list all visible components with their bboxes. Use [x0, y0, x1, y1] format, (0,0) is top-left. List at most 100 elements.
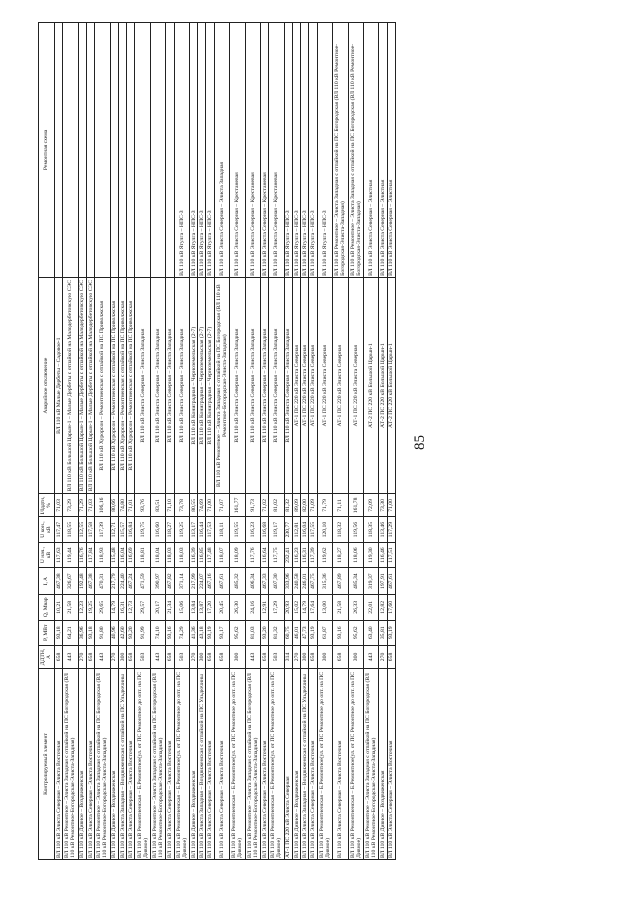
header-element: Контролируемый элемент: [38, 668, 55, 860]
row-i: 467,75: [308, 567, 318, 595]
row-q: 15,02: [292, 594, 301, 621]
row-u-kon: 112,55: [78, 516, 87, 543]
row-addt: 300: [348, 645, 364, 669]
row-addt: 658: [54, 645, 63, 669]
row-addt: 270: [378, 645, 388, 669]
row-q: 26,30: [229, 594, 246, 621]
row-addt: 270: [78, 645, 87, 669]
row-u-nach: 116,31: [300, 542, 309, 568]
row-p: 47,73: [300, 620, 309, 646]
table-row: ВЛ 110 кВ Ремонтненская – Б.Ремонтное(ул…: [317, 22, 333, 860]
row-addt: 443: [363, 645, 379, 669]
row-q: 12,73: [126, 594, 135, 621]
row-u-kon: 115,57: [118, 516, 127, 543]
row-load: 71,10: [165, 493, 175, 517]
row-u-kon: 112,71: [110, 516, 119, 543]
row-addt: 314: [284, 645, 293, 669]
row-element: ВЛ 110 кВ Дивное – Воздвиженская: [189, 668, 198, 860]
row-load: 106,16: [94, 493, 111, 517]
row-repair: [62, 22, 79, 278]
row-load: 82,00: [300, 493, 309, 517]
row-p: 93,17: [214, 620, 230, 646]
row-u-kon: 117,58: [86, 516, 95, 543]
row-p: 61,87: [317, 620, 333, 646]
row-u-kon: 118,27: [165, 516, 175, 543]
row-load: 71,00: [205, 493, 215, 517]
table-row: ВЛ 110 кВ Ремонтное – Элиста Западная с …: [363, 22, 379, 860]
row-q: 13,84: [189, 594, 198, 621]
row-i: 467,33: [260, 567, 269, 595]
row-repair: [54, 22, 63, 278]
row-repair: ВЛ 110 кВ Ятулга – НПС-3: [189, 22, 198, 278]
row-load: 71,29: [78, 493, 87, 517]
row-i: 217,79: [110, 567, 119, 595]
row-u-kon: 117,53: [205, 516, 215, 543]
row-i: 197,91: [378, 567, 388, 595]
row-repair: ВЛ 110 кВ Ятулга – НПС-3: [308, 22, 318, 278]
row-u-kon: 116,04: [300, 516, 309, 543]
row-i: 406,34: [245, 567, 261, 595]
row-repair: [94, 22, 111, 278]
table-row: ВЛ 110 кВ Элиста Северная – Элиста Восто…: [214, 22, 230, 860]
row-alarm: ВЛ 110 кВ Большой Царын-1 – Малые Дербет…: [62, 277, 79, 494]
row-load: 73,78: [174, 493, 190, 517]
row-addt: 658: [165, 645, 175, 669]
page-number: 85: [412, 435, 428, 450]
row-repair: ВЛ 110 кВ Элиста Северная – Крестаневая: [268, 22, 285, 278]
row-u-nach: 118,27: [332, 542, 349, 568]
row-alarm: ВЛ 110 кВ Элиста Северная – Элиста Запад…: [229, 277, 246, 494]
row-q: 17,29: [268, 594, 285, 621]
row-i: 485,32: [229, 567, 246, 595]
row-u-kon: 230,77: [284, 516, 293, 543]
row-u-nach: 115,48: [110, 542, 119, 568]
row-load: 71,07: [214, 493, 230, 517]
rotated-table-wrapper: Контролируемый элемент ДДТН, А P, МВт Q,…: [38, 22, 396, 860]
row-p: 91,80: [94, 620, 111, 646]
row-load: 71,79: [317, 493, 333, 517]
row-load: 80,66: [110, 493, 119, 517]
row-addt: 300: [118, 645, 127, 669]
row-repair: ВЛ 110 кВ Элиста Северная – Элистная: [378, 22, 388, 278]
row-load: 74,80: [118, 493, 127, 517]
row-u-nach: 119,44: [62, 542, 79, 568]
row-element: ВЛ 110 кВ Ремонтное – Элиста Западная с …: [94, 668, 111, 860]
row-u-nach: 119,30: [363, 542, 379, 568]
row-addt: 443: [94, 645, 111, 669]
row-element: ВЛ 110 кВ Ремонтное – Элиста Западная с …: [363, 668, 379, 860]
row-load: 71,00: [387, 493, 396, 517]
row-q: 14,79: [300, 594, 309, 621]
row-load: 74,69: [197, 493, 206, 517]
row-q: 17,64: [308, 594, 318, 621]
row-u-nach: 116,46: [378, 542, 388, 568]
row-addt: 270: [110, 645, 119, 669]
row-repair: [150, 22, 166, 278]
row-repair: ВЛ 110 кВ Ятулга – НПС-3: [300, 22, 309, 278]
row-element: ВЛ 110 кВ Ремонтное – Элиста Западная с …: [62, 668, 79, 860]
row-load: 73,29: [62, 493, 79, 517]
header-i: I, A: [38, 567, 55, 595]
row-i: 371,14: [174, 567, 190, 595]
table-row: ВЛ 110 кВ Ремонтное – Элиста Западная с …: [245, 22, 261, 860]
row-element: ВЛ 110 кВ Дивное – Воздвиженская: [292, 668, 301, 860]
row-repair: [126, 22, 135, 278]
row-addt: 443: [62, 645, 79, 669]
row-u-nach: 117,51: [387, 542, 396, 568]
row-q: 19,25: [86, 594, 95, 621]
row-load: 81,32: [284, 493, 293, 517]
row-element: ВЛ 110 кВ Дивное – Воздвиженская: [378, 668, 388, 860]
table-row: ВЛ 110 кВ Элиста Западная – Воздвиженска…: [197, 22, 206, 860]
row-alarm: ВЛ 110 кВ Кониградная – Черноземельская …: [189, 277, 198, 494]
row-q: 12,91: [260, 594, 269, 621]
row-element: ВЛ 110 кВ Ремонтненская – Б.Ремонтное(ул…: [268, 668, 285, 860]
table-row: ВЛ 110 кВ Элиста Северная – Элиста Восто…: [86, 22, 95, 860]
row-p: 93,19: [387, 620, 396, 646]
row-p: 64,21: [62, 620, 79, 646]
row-q: 15,06: [174, 594, 190, 621]
row-u-nach: 118,03: [165, 542, 175, 568]
table-body: ВЛ 110 кВ Элиста Северная – Элиста Восто…: [54, 22, 396, 860]
row-u-kon: 117,47: [54, 516, 63, 543]
row-q: 26,33: [348, 594, 364, 621]
row-u-kon: 118,11: [214, 516, 230, 543]
row-repair: ВЛ 110 кВ Элиста Северная – Крестаневая: [260, 22, 269, 278]
